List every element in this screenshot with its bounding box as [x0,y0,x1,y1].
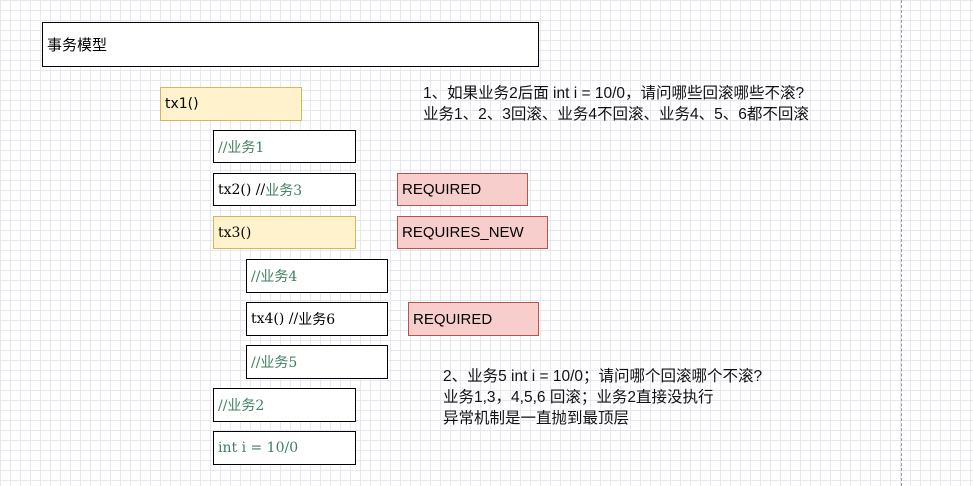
tx2-comment: 业务3 [265,182,303,199]
propagation-tx4-box[interactable]: REQUIRED [408,302,539,336]
business-5-box[interactable]: //业务5 [246,345,388,379]
question-1-note[interactable]: 1、如果业务2后面 int i = 10/0，请问哪些回滚哪些不滚? 业务1、2… [423,83,809,125]
question-2-line: 2、业务5 int i = 10/0；请问哪个回滚哪个不滚? [443,368,763,385]
propagation-tx2-box[interactable]: REQUIRED [397,173,528,206]
tx1-label: tx1() [165,96,199,112]
tx4-label: tx4() // [251,311,299,327]
title-box[interactable]: 事务模型 [42,22,539,67]
title-text: 事务模型 [47,37,108,54]
propagation-tx4-label: REQUIRED [413,310,493,328]
business-1-box[interactable]: //业务1 [213,130,356,163]
tx1-box[interactable]: tx1() [160,87,302,121]
business-4-label: //业务4 [251,269,298,285]
business-1-label: //业务1 [218,139,265,156]
business-5-label: //业务5 [251,355,298,371]
question-2-note[interactable]: 2、业务5 int i = 10/0；请问哪个回滚哪个不滚? 业务1,3，4,5… [443,366,762,429]
tx4-comment: 业务6 [298,312,336,328]
code-line-box[interactable]: int i = 10/0 [213,431,356,465]
answer-1-line: 业务1、2、3回滚、业务4不回滚、业务4、5、6都不回滚 [423,106,809,123]
question-1-line: 1、如果业务2后面 int i = 10/0，请问哪些回滚哪些不滚? [423,85,805,102]
propagation-tx3-box[interactable]: REQUIRES_NEW [397,216,548,249]
tx2-box[interactable]: tx2() //业务3 [213,173,356,206]
tx2-label: tx2() // [218,181,266,198]
propagation-tx3-label: REQUIRES_NEW [402,224,524,241]
page-boundary-guide [901,0,902,486]
business-2-box[interactable]: //业务2 [213,388,356,422]
business-2-label: //业务2 [218,398,265,414]
answer-2-line: 业务1,3，4,5,6 回滚；业务2直接没执行 [443,389,714,406]
propagation-tx2-label: REQUIRED [402,181,482,198]
tx4-box[interactable]: tx4() //业务6 [246,302,388,336]
code-line-label: int i = 10/0 [218,440,299,456]
explanation-line: 异常机制是一直抛到最顶层 [443,410,630,427]
tx3-box[interactable]: tx3() [213,216,356,249]
tx3-label: tx3() [218,224,252,241]
business-4-box[interactable]: //业务4 [246,259,388,293]
